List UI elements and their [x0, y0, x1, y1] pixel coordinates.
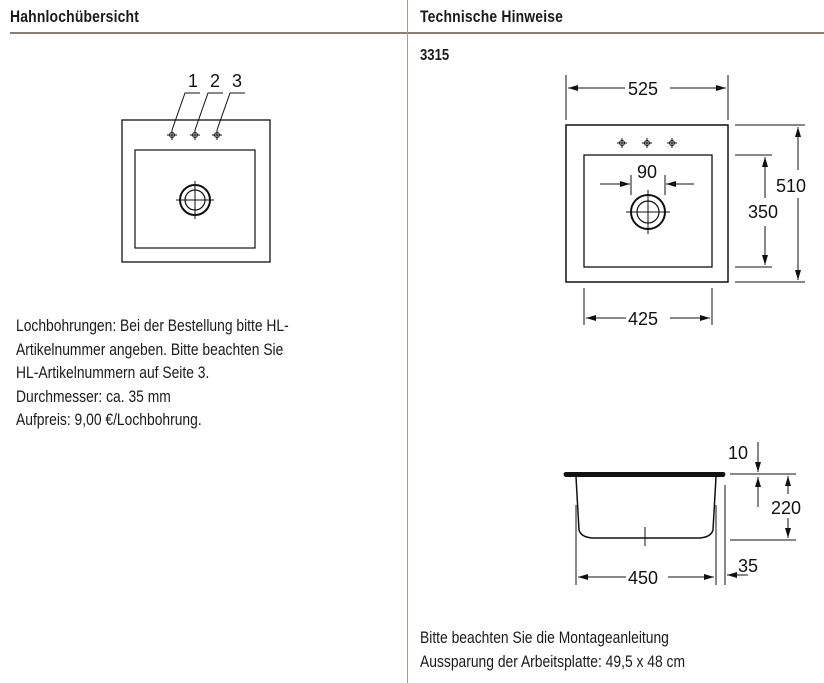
tap-hole-notes: Lochbohrungen: Bei der Bestellung bitte … [16, 315, 289, 433]
section-title-hahnlochuebersicht: Hahnlochübersicht [10, 7, 140, 26]
top-view-drawing: 525 510 350 90 425 [565, 75, 806, 329]
hole-label-3: 3 [232, 71, 242, 91]
column-divider [407, 0, 408, 683]
note-line: Bitte beachten Sie die Montageanleitung [420, 629, 669, 647]
dim-bowl-depth: 350 [748, 202, 778, 222]
technical-notes: Bitte beachten Sie die Montageanleitung … [420, 627, 685, 674]
note-line: Lochbohrungen: Bei der Bestellung bitte … [16, 317, 289, 335]
tap-hole-3-icon [211, 129, 223, 141]
hole-label-2: 2 [210, 71, 220, 91]
dim-depth: 510 [776, 176, 806, 196]
drain-icon [176, 181, 214, 219]
note-line: Aussparung der Arbeitsplatte: 49,5 x 48 … [420, 652, 686, 671]
dim-bowl-width: 425 [628, 309, 658, 329]
note-line: Aufpreis: 9,00 €/Lochbohrung. [16, 411, 202, 429]
dim-rim: 10 [728, 443, 748, 463]
dim-drain: 90 [637, 162, 657, 182]
header-rule [10, 32, 824, 34]
section-title-technische-hinweise: Technische Hinweise [420, 7, 564, 26]
dim-side-width: 450 [628, 568, 658, 588]
dim-width: 525 [628, 79, 658, 99]
hole-label-1: 1 [188, 71, 198, 91]
tap-hole-overview-drawing: 1 2 3 [121, 71, 271, 263]
tap-hole-1-icon [166, 129, 178, 141]
note-line: HL-Artikelnummern auf Seite 3. [16, 364, 210, 382]
note-line: Durchmesser: ca. 35 mm [16, 387, 171, 406]
note-line: Artikelnummer angeben. Bitte beachten Si… [16, 340, 284, 359]
dim-offset: 35 [738, 556, 758, 576]
side-view-drawing: 450 35 10 220 [563, 442, 801, 588]
dim-height: 220 [771, 498, 801, 518]
tap-hole-2-icon [189, 129, 201, 141]
model-number: 3315 [420, 47, 450, 64]
